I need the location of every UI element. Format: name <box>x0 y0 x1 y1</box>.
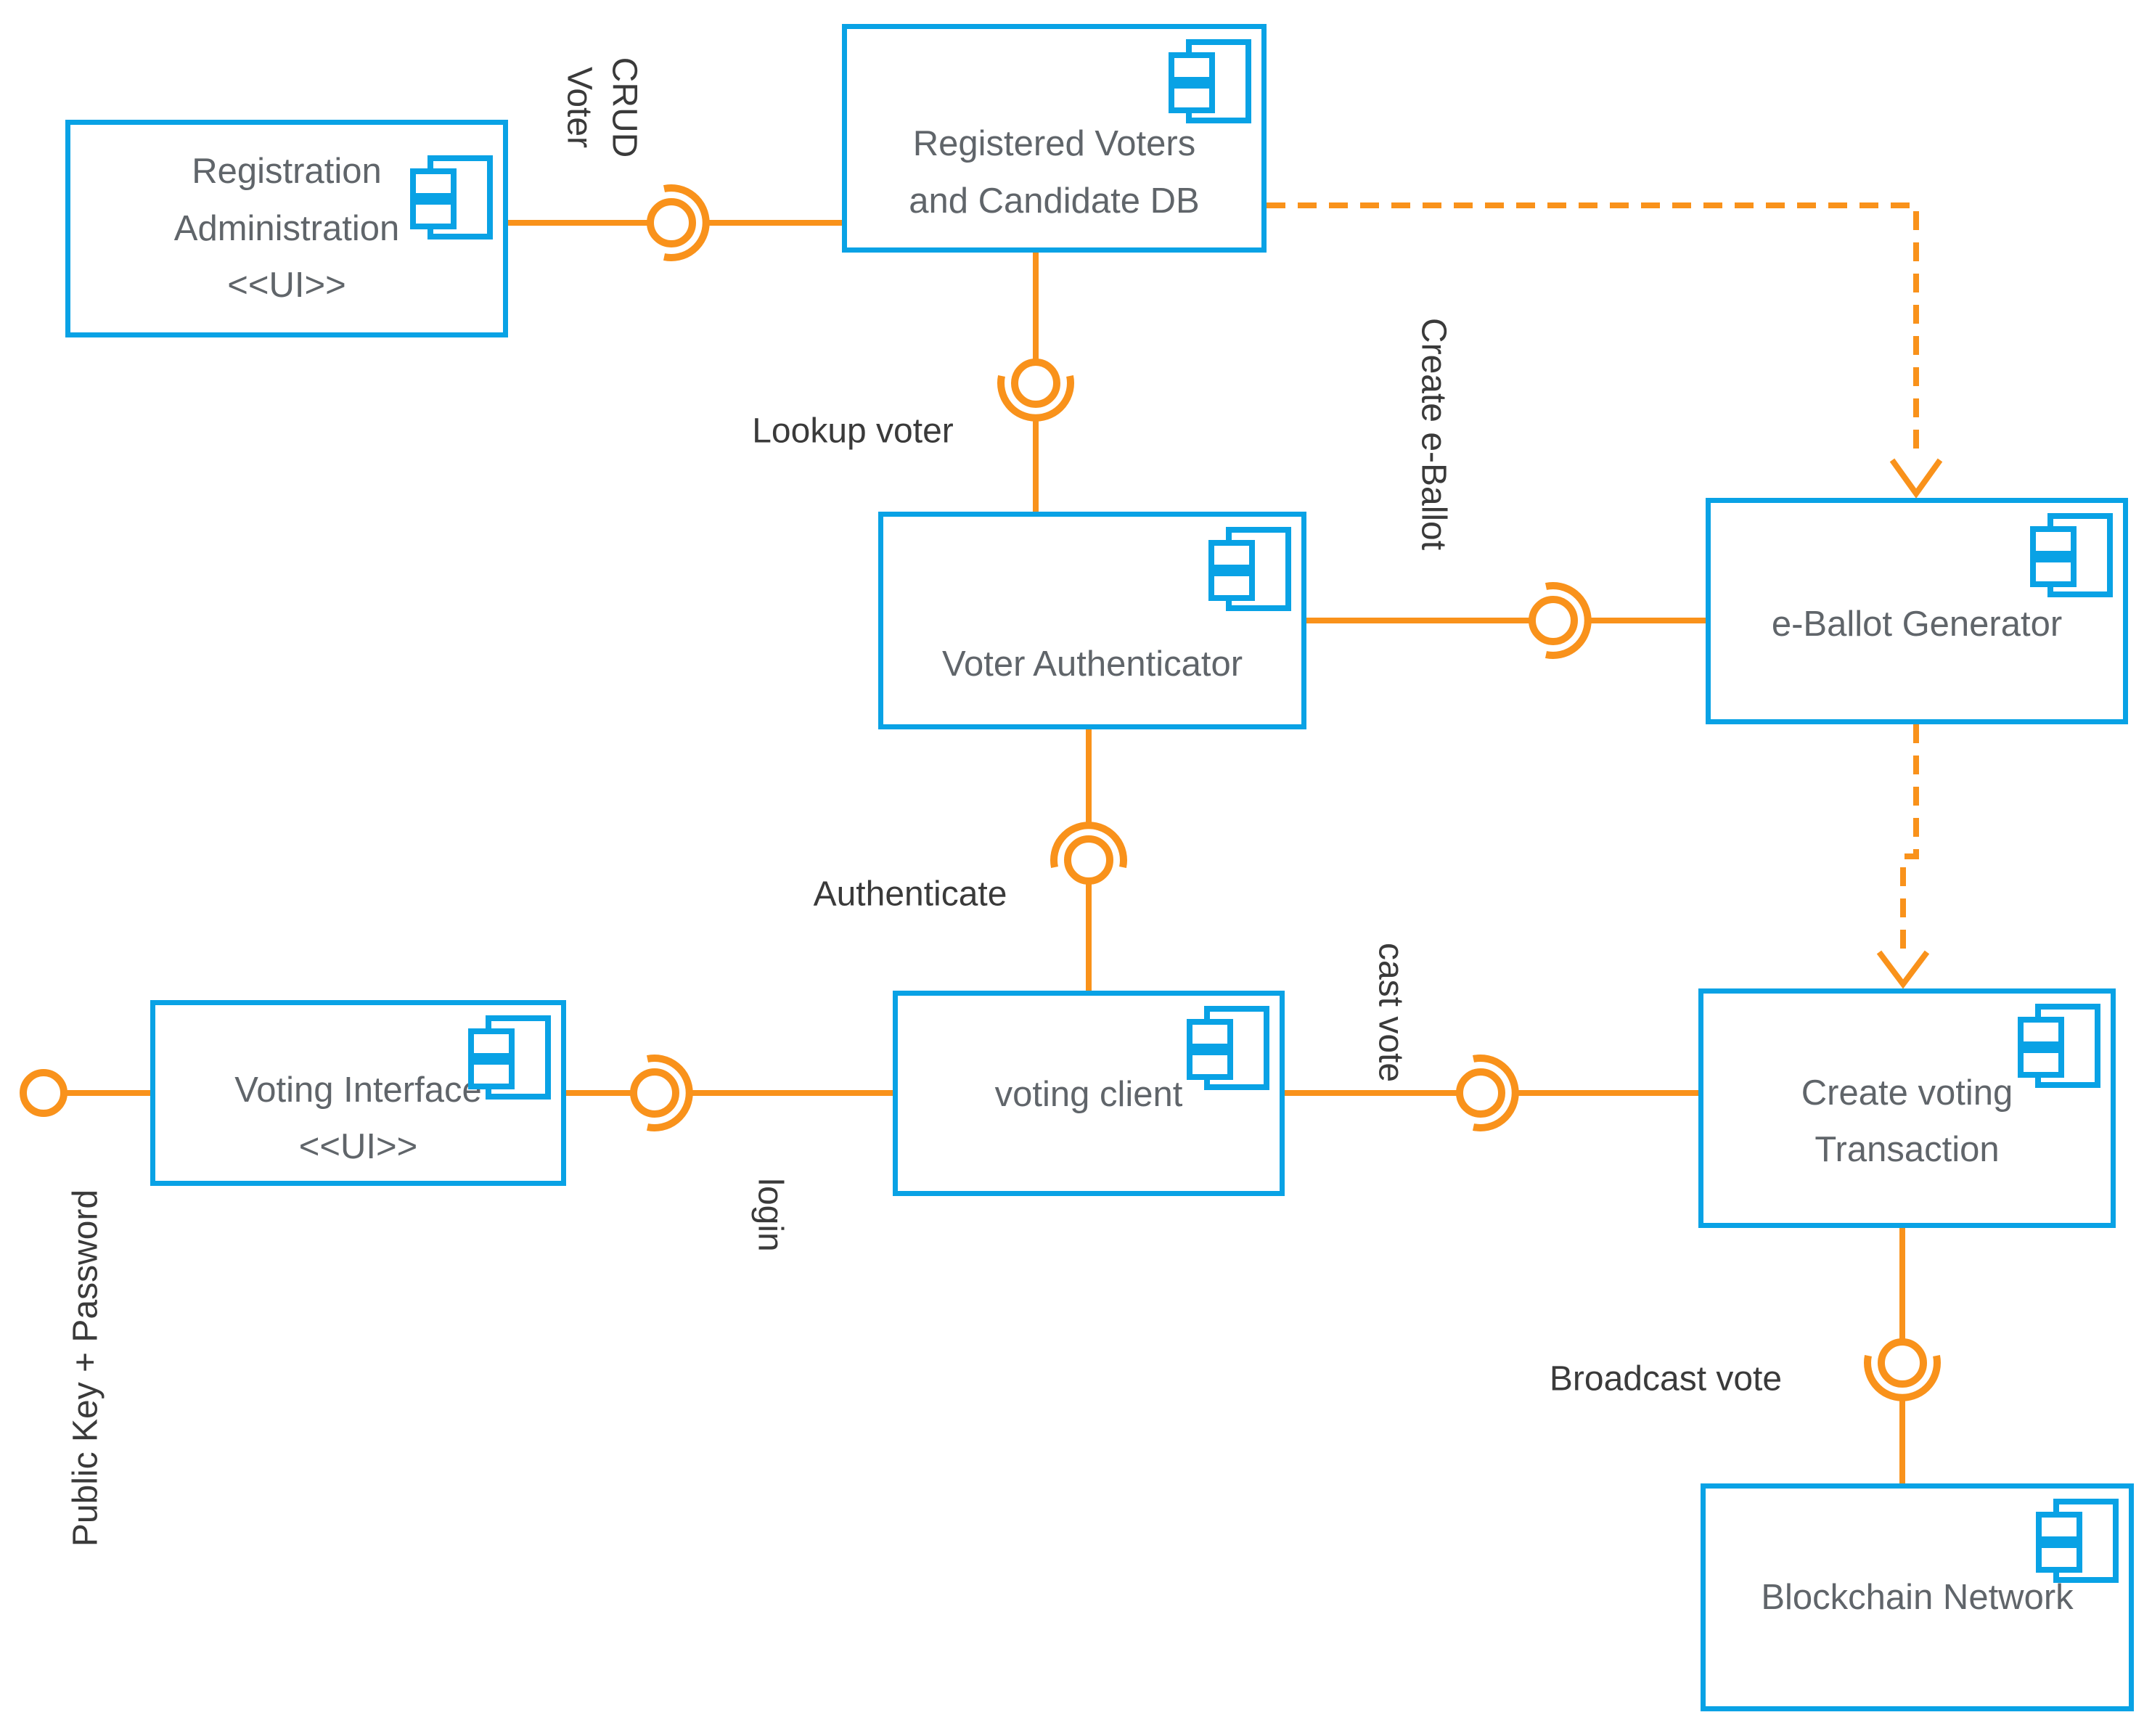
dashed-edge-line <box>1267 202 1919 460</box>
edge-label-authenticate: Authenticate <box>813 875 1007 914</box>
component-label: Create voting <box>1801 1073 2013 1113</box>
component-voter-authenticator: Voter Authenticator <box>878 512 1306 729</box>
uml-component-icon <box>2030 513 2113 597</box>
connector-create-e-ballot <box>1306 582 1706 659</box>
edge-label-line: Voter <box>560 66 598 149</box>
uml-component-icon <box>2018 1004 2100 1088</box>
connector-cast-vote <box>1285 1055 1698 1131</box>
connector-authenticate <box>1050 729 1127 991</box>
connector-lookup-voter <box>997 253 1074 512</box>
connector-login <box>566 1055 893 1131</box>
open-arrowhead-icon <box>1889 458 1943 499</box>
dashed-edge-line <box>1900 724 1919 949</box>
edge-label-broadcast-vote: Broadcast vote <box>1549 1359 1783 1399</box>
component-label: voting client <box>994 1075 1183 1115</box>
provided-interface-ball-icon <box>20 1069 67 1117</box>
component-blockchain-network: Blockchain Network <box>1701 1483 2134 1711</box>
provided-interface-ball-icon <box>1064 835 1113 885</box>
provided-interface-ball-icon <box>1529 596 1578 645</box>
connector-public-key-password <box>20 1069 150 1117</box>
required-interface-socket-icon <box>1545 582 1592 659</box>
component-label: Registration <box>192 152 382 192</box>
required-interface-socket-icon <box>997 374 1074 422</box>
uml-component-icon <box>468 1015 551 1100</box>
required-interface-socket-icon <box>663 184 710 261</box>
component-label: Transaction <box>1815 1130 2000 1169</box>
component-registered-voters-db: Registered Voters and Candidate DB <box>842 24 1267 253</box>
edge-label-lookup-voter: Lookup voter <box>752 412 954 451</box>
open-arrowhead-icon <box>1876 950 1930 989</box>
component-label: Voter Authenticator <box>941 644 1243 684</box>
uml-component-icon <box>1187 1006 1269 1090</box>
component-stereotype: <<UI>> <box>227 266 346 306</box>
connector-broadcast-vote <box>1864 1228 1941 1483</box>
provided-interface-ball-icon <box>1011 359 1060 408</box>
component-label: and Candidate DB <box>909 181 1200 221</box>
component-label: e-Ballot Generator <box>1771 604 2063 644</box>
component-label: Administration <box>173 208 400 248</box>
provided-interface-ball-icon <box>647 198 696 247</box>
dependency-eballot-to-transaction <box>1876 724 1930 989</box>
required-interface-socket-icon <box>1050 822 1127 869</box>
component-voting-interface: Voting Interface <<UI>> <box>150 1000 566 1186</box>
component-voting-client: voting client <box>893 991 1285 1196</box>
component-label: Blockchain Network <box>1761 1577 2074 1617</box>
provided-interface-ball-icon <box>630 1068 679 1118</box>
edge-label-create-e-ballot: Create e-Ballot <box>1414 317 1453 551</box>
dependency-db-to-eballot <box>1267 202 1943 499</box>
provided-interface-ball-icon <box>1878 1338 1927 1388</box>
edge-label-crud-voter: CRUD Voter <box>556 57 647 158</box>
component-registration-administration: Registration Administration <<UI>> <box>65 120 508 337</box>
required-interface-socket-icon <box>646 1055 693 1131</box>
edge-label-login: login <box>750 1178 790 1252</box>
uml-component-icon <box>1169 39 1251 123</box>
edge-label-cast-vote: cast vote <box>1371 942 1410 1083</box>
component-label: Voting Interface <box>234 1070 482 1110</box>
component-label: Registered Voters <box>912 124 1196 164</box>
component-create-voting-transaction: Create voting Transaction <box>1698 988 2116 1228</box>
uml-component-icon <box>1208 527 1291 611</box>
provided-interface-ball-icon <box>1456 1068 1505 1118</box>
edge-label-line: CRUD <box>605 57 644 158</box>
uml-component-icon <box>2036 1499 2119 1583</box>
required-interface-socket-icon <box>1472 1055 1519 1131</box>
component-e-ballot-generator: e-Ballot Generator <box>1706 498 2128 724</box>
component-stereotype: <<UI>> <box>298 1127 418 1166</box>
edge-label-public-key-password: Public Key + Password <box>66 1189 105 1547</box>
connector-crud-voter <box>508 184 842 261</box>
required-interface-socket-icon <box>1864 1354 1941 1401</box>
uml-component-icon <box>410 155 493 239</box>
